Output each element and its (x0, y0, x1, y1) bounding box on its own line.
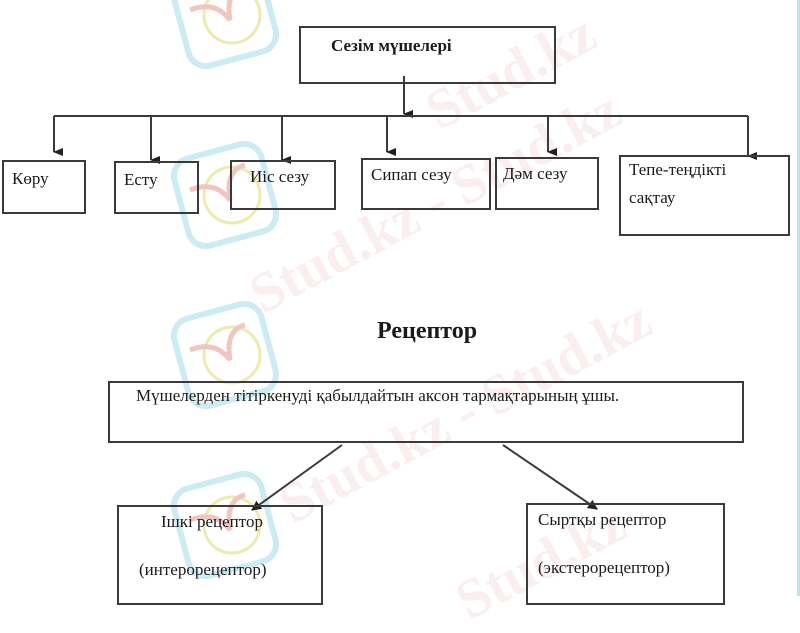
receptor-definition-text: Мүшелерден тітіркенуді қабылдайтын аксон… (136, 386, 620, 405)
external-receptor-box: Сыртқы рецептор (экстерорецептор) (526, 503, 725, 605)
right-edge-border (797, 0, 800, 596)
internal-receptor-sublabel: (интерорецептор) (139, 560, 267, 580)
internal-receptor-label: Ішкі рецептор (161, 512, 263, 531)
sense-label-touch: Сипап сезу (371, 165, 452, 184)
sense-label-smell: Иіс сезу (250, 167, 310, 186)
sense-box-smell: Иіс сезу (230, 160, 336, 210)
sense-box-vision: Көру (2, 160, 86, 214)
sense-box-touch: Сипап сезу (361, 158, 491, 210)
sense-organs-root-label: Сезім мүшелері (331, 36, 452, 55)
receptor-definition-box: Мүшелерден тітіркенуді қабылдайтын аксон… (108, 381, 744, 443)
external-receptor-label: Сыртқы рецептор (538, 510, 667, 529)
sense-label-balance-line1: Тепе-теңдікті (629, 160, 727, 179)
sense-label-hearing: Есту (124, 170, 158, 189)
sense-organs-root-box: Сезім мүшелері (299, 26, 556, 84)
sense-label-taste: Дәм сезу (503, 164, 568, 183)
sense-box-balance: Тепе-теңдікті сақтау (619, 155, 790, 236)
receptor-heading: Рецептор (377, 318, 478, 344)
sense-box-taste: Дәм сезу (495, 157, 599, 210)
connector-lines (53, 76, 757, 511)
sense-label-balance-line2: сақтау (629, 188, 676, 208)
internal-receptor-box: Ішкі рецептор (интерорецептор) (117, 505, 323, 605)
external-receptor-sublabel: (экстерорецептор) (538, 558, 670, 578)
sense-box-hearing: Есту (114, 161, 199, 214)
sense-label-vision: Көру (12, 169, 49, 188)
